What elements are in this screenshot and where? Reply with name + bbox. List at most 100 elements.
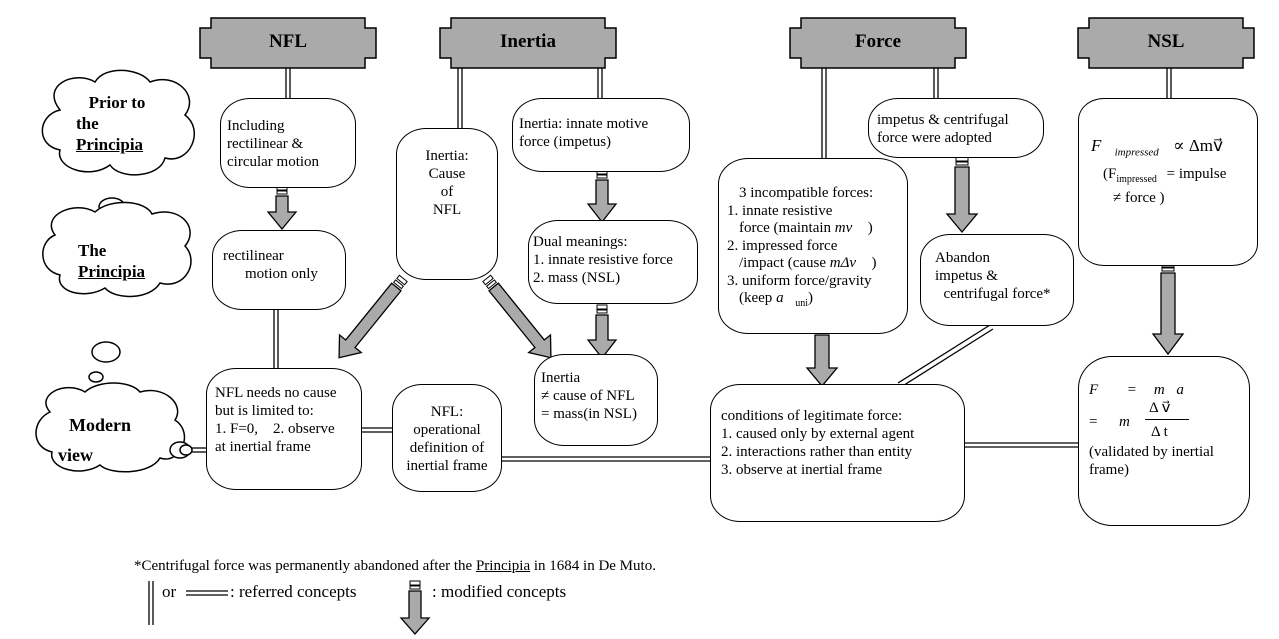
nsl-modern-eq2: = — [1089, 414, 1098, 430]
nfl-modern-box: NFL needs no cause but is limited to: 1.… — [206, 368, 362, 490]
force-incomp-mdv: mΔv⃗ — [829, 255, 868, 271]
nsl-modern-line1: F⃗ = m a⃗ — [1089, 381, 1249, 399]
force-incomp-a: a⃗ — [776, 290, 796, 306]
nsl-prior-p1b: = impulse — [1166, 166, 1227, 183]
nfl-prior-line1: Including — [227, 118, 285, 134]
nsl-modern-box: F⃗ = m a⃗ = m Δ v⃗ Δ t (validated by ine… — [1078, 356, 1250, 526]
nsl-prior-sub: impressed — [1114, 146, 1159, 159]
opdef-line3: definition of — [409, 440, 485, 456]
footnote-suffix: in 1684 in De Muto. — [530, 558, 656, 574]
nsl-header-shape — [1077, 17, 1255, 69]
cloud-principia-line1: The — [78, 241, 107, 260]
modified-arrows — [266, 156, 1185, 388]
nfl-modern-line3: 1. F=0, 2. observe — [215, 421, 335, 437]
nsl-prior-p1: (F — [1103, 166, 1117, 183]
opdef-line1: NFL: — [430, 404, 464, 420]
inertia-dual-line2: 1. innate resistive force — [533, 252, 673, 268]
header-nfl: NFL — [269, 31, 307, 52]
cloud-prior-line3: Principia — [76, 135, 144, 154]
cloud-prior-to-principia: Prior to the Principia — [62, 92, 172, 155]
nfl-prior-line2: rectilinear & — [227, 136, 304, 152]
nsl-modern-eq1: = — [1127, 382, 1137, 398]
cloud-prior-line2: the — [76, 114, 99, 133]
inertia-dual-line1: Dual meanings: — [533, 234, 628, 250]
nsl-prior-f: F⃗ — [1091, 136, 1115, 155]
cloud-modern-line2: view — [58, 445, 93, 465]
nsl-prior-formula: F⃗impressed ∝ Δmv⃗ — [1091, 137, 1257, 161]
opdef-line2: operational — [413, 422, 481, 438]
force-incompatible-box: 3 incompatible forces: 1. innate resisti… — [718, 158, 908, 334]
nsl-prior-p1sub: impressed — [1116, 174, 1157, 186]
nsl-modern-line2: = m Δ v⃗ Δ t — [1089, 400, 1249, 443]
force-modern-line2: 1. caused only by external agent — [721, 426, 915, 442]
force-incomp-uni: uni — [795, 298, 809, 309]
nsl-modern-m1: m — [1153, 382, 1165, 398]
inertia-cause-box: Inertia: Cause of NFL — [396, 128, 498, 280]
force-incomp-line5: /impact (cause mΔv⃗ ) — [727, 255, 907, 273]
force-modern-line4: 3. observe at inertial frame — [721, 462, 883, 478]
inertia-impetus-box: Inertia: innate motive force (impetus) — [512, 98, 690, 172]
cloud-principia-line2: Principia — [78, 262, 146, 281]
force-impetus-line2: force were adopted — [877, 130, 992, 146]
force-incomp-line3: force (maintain mv⃗ ) — [727, 220, 907, 238]
nsl-modern-fracbar — [1145, 419, 1189, 420]
force-modern-line1: conditions of legitimate force: — [721, 408, 903, 424]
nsl-prior-p2: ≠ force ) — [1113, 190, 1165, 207]
nfl-principia-line1: rectilinear — [223, 248, 284, 264]
force-abandon-line1: Abandon — [935, 250, 990, 266]
inertia-cause-line3: of — [440, 184, 454, 200]
nfl-modern-line4: at inertial frame — [215, 439, 311, 455]
nfl-modern-line2: but is limited to: — [215, 403, 314, 419]
nsl-modern-f: F⃗ — [1089, 382, 1110, 398]
force-impetus-box: impetus & centrifugal force were adopted — [868, 98, 1044, 158]
force-incomp-line5c: ) — [867, 255, 877, 271]
referred-connectors — [192, 68, 1172, 462]
inertia-cause-line4: NFL — [432, 202, 462, 218]
force-header-shape — [789, 17, 967, 69]
nsl-modern-num: Δ v⃗ — [1149, 400, 1171, 416]
force-incomp-line2: 1. innate resistive — [727, 202, 833, 219]
nfl-prior-line3: circular motion — [227, 154, 320, 170]
header-inertia: Inertia — [500, 31, 556, 52]
inertia-cause-line1: Inertia: — [425, 148, 469, 164]
force-incomp-line4: 2. impressed force — [727, 237, 838, 254]
header-nsl: NSL — [1147, 31, 1185, 52]
inertia-cause-line2: Cause — [428, 166, 466, 182]
nfl-prior-box: Including rectilinear & circular motion — [220, 98, 356, 188]
nfl-modern-line1: NFL needs no cause — [215, 385, 337, 401]
inertia-modern-line2: ≠ cause of NFL — [541, 388, 635, 404]
footnote: *Centrifugal force was permanently aband… — [134, 558, 656, 575]
legend-modified: : modified concepts — [432, 582, 567, 601]
nsl-prior-paren1: (Fimpressed = impulse — [1091, 161, 1257, 189]
cloud-shapes — [35, 69, 195, 473]
force-modern-box: conditions of legitimate force: 1. cause… — [710, 384, 965, 522]
footnote-prefix: *Centrifugal force was permanently aband… — [134, 558, 476, 574]
cloud-modern-line1: Modern — [69, 415, 131, 435]
force-incomp-line6: 3. uniform force/gravity — [727, 272, 872, 289]
nfl-principia-box: rectilinear motion only — [212, 230, 346, 310]
nsl-prior-prop: ∝ Δmv⃗ — [1173, 136, 1224, 155]
force-incomp-line3c: ) — [863, 220, 873, 236]
inertia-modern-line3: = mass(in NSL) — [541, 406, 637, 422]
force-impetus-line1: impetus & centrifugal — [877, 112, 1009, 128]
nsl-modern-line4: frame) — [1089, 462, 1129, 478]
cloud-the-principia: The Principia — [66, 240, 176, 282]
inertia-dual-line3: 2. mass (NSL) — [533, 270, 621, 286]
cloud-prior-line1: Prior to — [88, 93, 146, 112]
nfl-header-shape — [199, 17, 377, 69]
header-force: Force — [854, 31, 902, 52]
legend-arrow — [399, 580, 431, 635]
legend-referred: : referred concepts — [230, 582, 357, 601]
nsl-modern-line3: (validated by inertial — [1089, 444, 1214, 460]
force-incomp-line7a: (keep — [739, 290, 777, 306]
inertia-impetus-line2: force (impetus) — [519, 134, 612, 150]
force-incomp-line7: (keep a⃗uni) — [727, 290, 907, 313]
inertia-impetus-line1: Inertia: innate motive — [519, 116, 649, 132]
inertia-modern-box: Inertia ≠ cause of NFL = mass(in NSL) — [534, 354, 658, 446]
legend-or: or — [162, 582, 177, 601]
nsl-modern-a: a⃗ — [1176, 382, 1196, 398]
opdef-line4: inertial frame — [406, 458, 488, 474]
force-modern-line3: 2. interactions rather than entity — [721, 444, 913, 460]
force-incomp-line5a: /impact (cause — [739, 255, 830, 271]
force-abandon-box: Abandon impetus & centrifugal force* — [920, 234, 1074, 326]
